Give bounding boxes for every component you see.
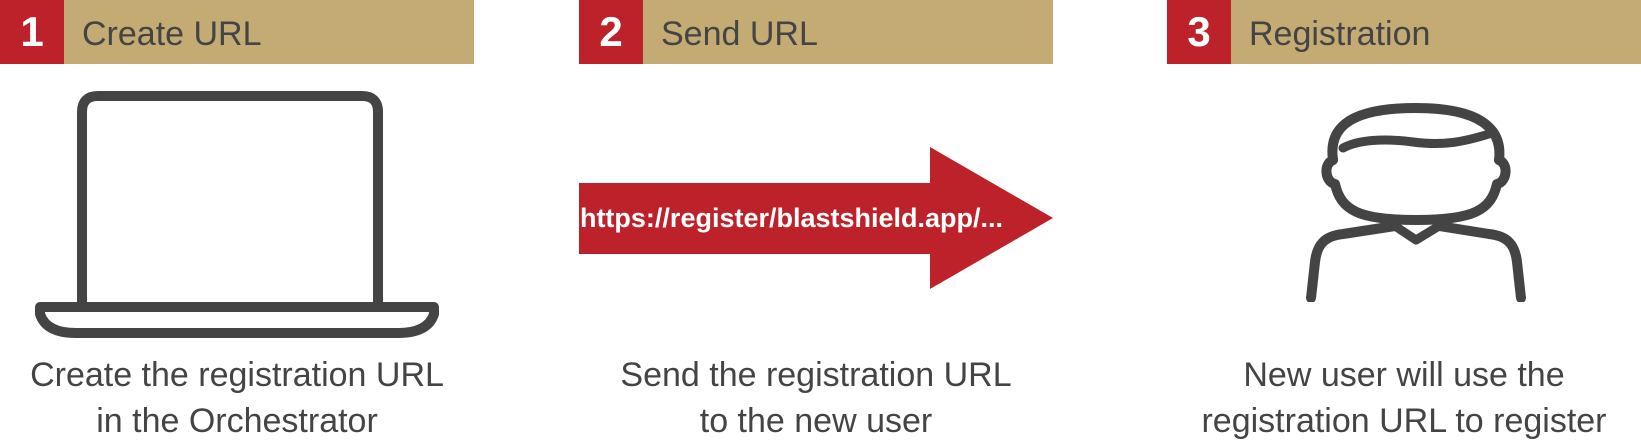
step-2-caption: Send the registration URL to the new use…: [579, 352, 1053, 444]
laptop-icon: [35, 91, 439, 338]
step-3-caption-line-2: registration URL to register: [1201, 402, 1607, 440]
step-2-caption-line-2: to the new user: [699, 402, 933, 440]
step-2-caption-line-1: Send the registration URL: [620, 356, 1012, 394]
step-2-title: Send URL: [661, 15, 818, 53]
step-3-caption-line-1: New user will use the: [1243, 356, 1565, 394]
registration-url-text: https://register/blastshield.app/...: [579, 203, 1004, 233]
send-url-arrow: https://register/blastshield.app/...: [579, 147, 1053, 289]
step-1-title: Create URL: [82, 15, 262, 53]
step-2-header: 2 Send URL: [579, 0, 1053, 64]
step-1-caption-line-1: Create the registration URL: [30, 356, 444, 394]
step-3-number-badge: 3: [1167, 0, 1231, 64]
step-3-title: Registration: [1249, 15, 1431, 53]
user-icon: [1306, 103, 1526, 302]
step-3-header: 3 Registration: [1167, 0, 1641, 64]
step-1-header: 1 Create URL: [0, 0, 474, 64]
step-1-number-badge: 1: [0, 0, 64, 64]
step-1-caption: Create the registration URL in the Orche…: [0, 352, 474, 444]
arrow-icon: [579, 147, 1053, 289]
step-3-caption: New user will use the registration URL t…: [1167, 352, 1641, 444]
step-2-number-badge: 2: [579, 0, 643, 64]
step-1-caption-line-2: in the Orchestrator: [96, 402, 378, 440]
